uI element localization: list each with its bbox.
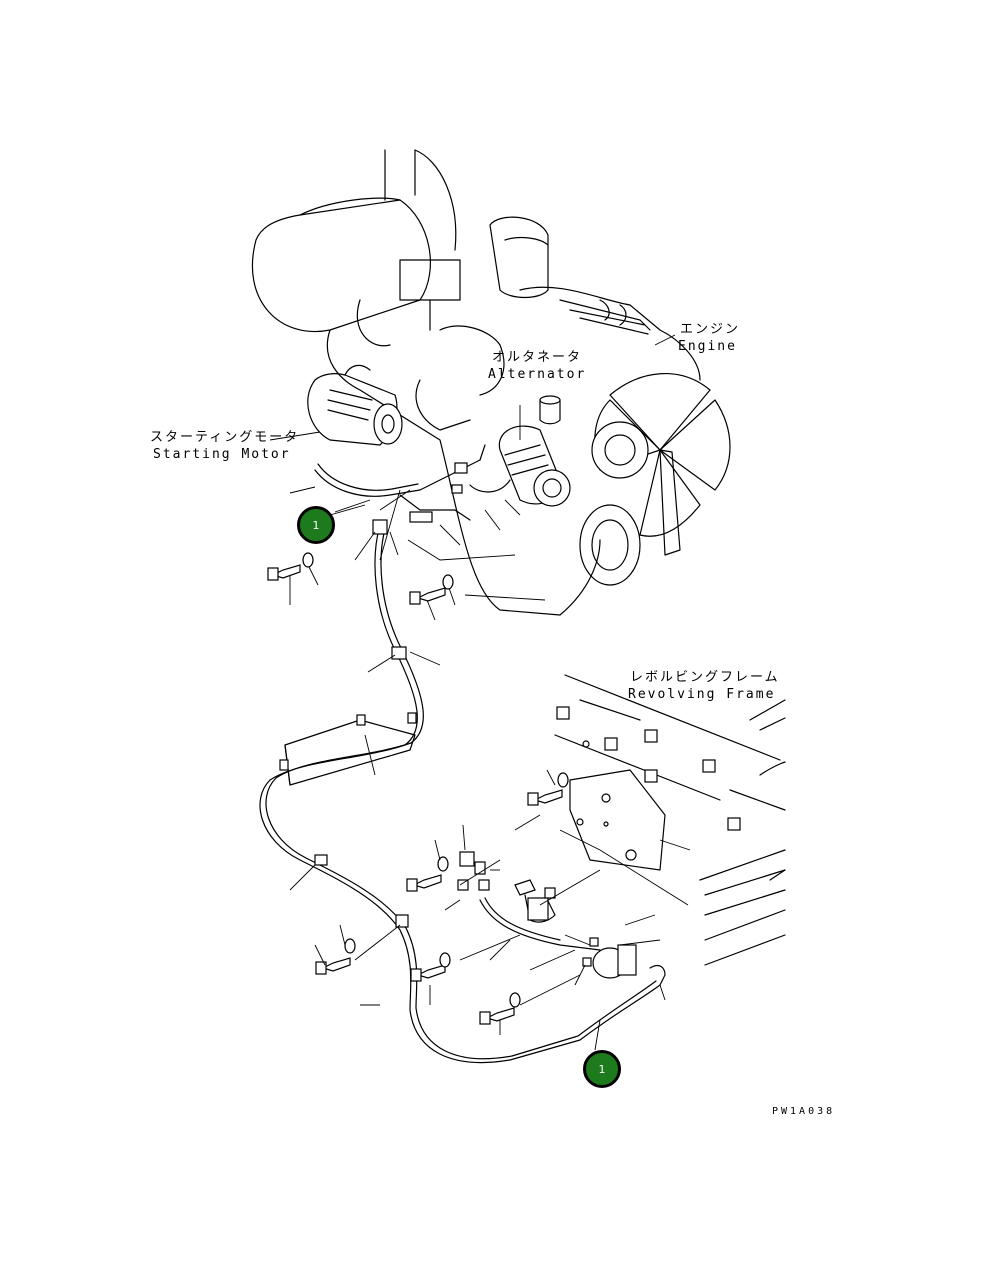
alternator-label-jp: オルタネータ [492,350,583,365]
revolving-frame-label-jp: レボルビングフレーム [630,670,780,685]
starting-motor-drawing [307,364,403,446]
cover-plate [259,712,661,1064]
engine-drawing [251,149,731,616]
callout-leader-lower [594,1019,601,1051]
engine-label-jp: エンジン [680,322,741,337]
callout-part-1-lower[interactable]: 1 [583,1050,621,1088]
leader-lines-upper [269,334,676,673]
cooling-fan [591,372,731,556]
callout-leader-upper [329,504,366,516]
drawing-code: PW1A038 [772,1106,836,1117]
starting-motor-label-jp: スターティングモータ [150,430,300,445]
starting-motor-label-en: Starting Motor [153,447,291,462]
bolts-upper [267,552,454,605]
revolving-frame-label-en: Revolving Frame [628,687,776,702]
revolving-frame-drawing [554,674,786,966]
alternator-drawing [498,395,571,507]
alternator-label-en: Alternator [488,367,587,382]
lower-hardware [289,769,666,1035]
harness-upper [314,444,511,746]
engine-label-en: Engine [678,339,737,354]
callout-part-1-upper[interactable]: 1 [297,506,335,544]
